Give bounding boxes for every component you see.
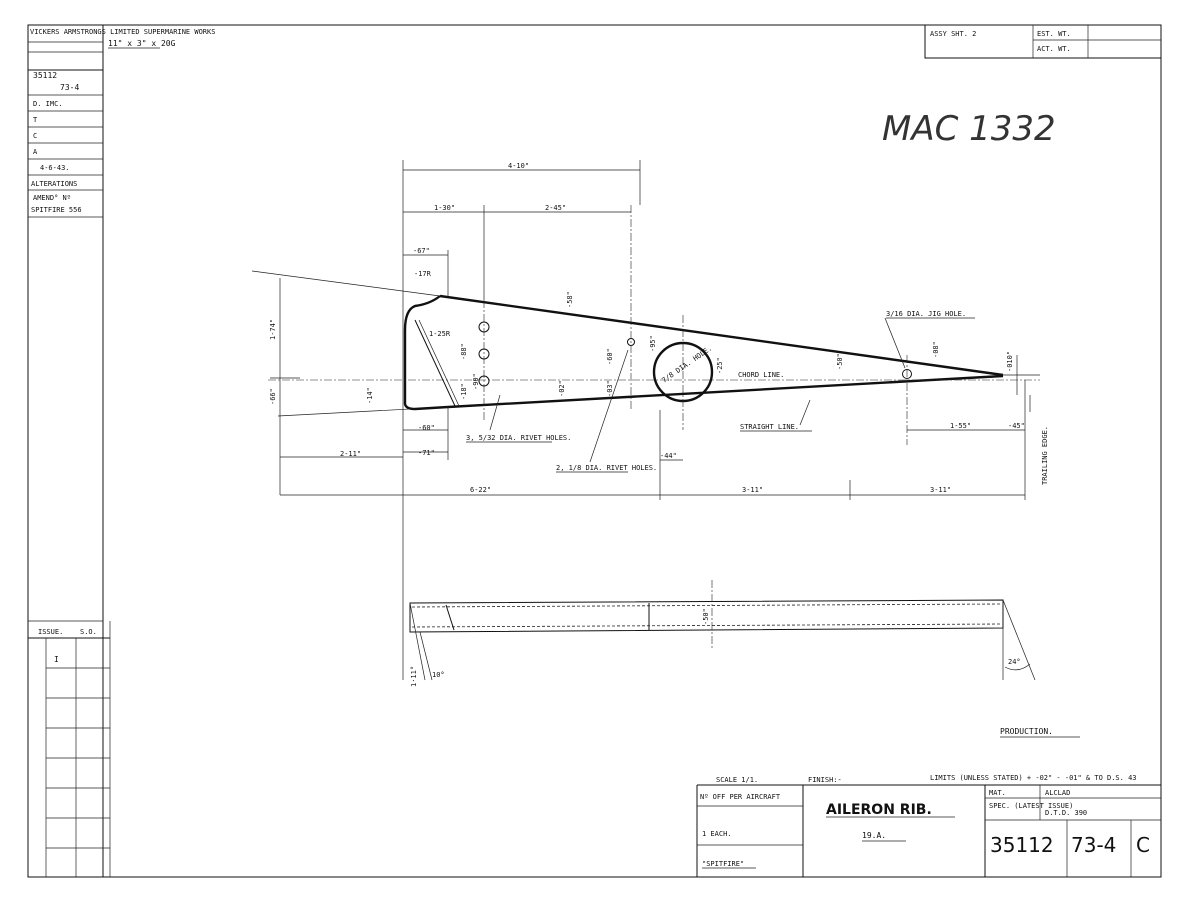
dimension-texts: 4-10" 1-30" 2-45" -67" -17R 1-25R 1-74" … (269, 162, 1025, 494)
material-value: ALCLAD (1045, 789, 1070, 797)
dim-66: -66" (269, 388, 277, 405)
dim-211: 2-11" (340, 450, 361, 458)
dim-17r: -17R (414, 270, 432, 278)
dim-v25: -25" (716, 357, 724, 374)
dim-130: 1-30" (434, 204, 455, 212)
drawing-number: 35112 (990, 833, 1054, 857)
strip-alterations: ALTERATIONS (31, 180, 77, 188)
dim-311a: 3-11" (742, 486, 763, 494)
dim-v88: -88" (460, 343, 468, 360)
strip-issue-label: ISSUE. (38, 628, 63, 636)
dimension-lines (270, 160, 1040, 680)
dim-111deg: 1·11° (410, 666, 418, 687)
strip-row-date: 4-6-43. (40, 164, 70, 172)
spec-value: D.T.D. 390 (1045, 809, 1087, 817)
dim-67: -67" (413, 247, 430, 255)
dim-08: -08" (932, 341, 940, 358)
dim-010: -010" (1006, 351, 1014, 372)
dim-v18: -18" (460, 383, 468, 400)
assy-sheet: ASSY SHT. 2 (930, 30, 976, 38)
drawing-sheet: 73-4 (1071, 833, 1116, 857)
sheet-border (27, 24, 1162, 878)
strip-row-approver: A (33, 148, 38, 156)
strip-row-tracer: T (33, 116, 38, 124)
dim-311b: 3-11" (930, 486, 951, 494)
limits-label: LIMITS (UNLESS STATED) + -02" - -01" & T… (930, 774, 1137, 782)
label-jig-hole: 3/16 DIA. JIG HOLE. (886, 310, 966, 318)
dim-174: 1-74" (269, 319, 277, 340)
act-weight: ACT. WT. (1037, 45, 1071, 53)
label-trailing-edge: TRAILING EDGE. (1041, 426, 1049, 485)
strip-drawing-no: 35112 (33, 71, 57, 80)
dim-v90: -90" (472, 373, 480, 390)
header: 11" x 3" x 20G ASSY SHT. 2 EST. WT. ACT.… (108, 24, 1162, 149)
strip-issue-value: I (54, 655, 59, 664)
scale-label: SCALE 1/1. (716, 776, 758, 784)
production-label: PRODUCTION. (1000, 727, 1053, 736)
company-name: VICKERS ARMSTRONGS LIMITED SUPERMARINE W… (30, 28, 215, 36)
title-block: SCALE 1/1. FINISH:- LIMITS (UNLESS STATE… (696, 774, 1161, 877)
dim-125r: 1-25R (429, 330, 451, 338)
dim-622: 6-22" (470, 486, 491, 494)
dim-10deg: 10° (432, 671, 445, 679)
part-number: 19.A. (862, 831, 886, 840)
dim-14: -14" (366, 387, 374, 404)
drawing-revision: C (1136, 833, 1150, 857)
rib-profile (251, 205, 1040, 445)
dim-71: -71" (418, 449, 435, 457)
label-lightening-hole: 7/8 DIA. HOLE. (661, 344, 714, 384)
spec-label: SPEC. (LATEST ISSUE) (989, 802, 1073, 810)
strip-spitfire: SPITFIRE 556 (31, 206, 82, 214)
part-name: AILERON RIB. (826, 802, 932, 818)
dim-v60: -60" (606, 348, 614, 365)
strip-so-label: S.O. (80, 628, 97, 636)
strip-row-draughtsman: D. IMC. (33, 100, 63, 108)
rib-plan-view: -50" 24° 1·11° 10° (409, 580, 1036, 687)
stock-size: 11" x 3" x 20G (108, 39, 176, 48)
dim-44: -44" (660, 452, 677, 460)
strip-amend: AMEND° Nº (33, 194, 71, 202)
dim-overall-top: 4-10" (508, 162, 529, 170)
label-rivet-holes-b: 2, 1/8 DIA. RIVET HOLES. (556, 464, 657, 472)
dim-155: 1-55" (950, 422, 971, 430)
dim-60a: -60" (418, 424, 435, 432)
material-label: MAT. (989, 789, 1006, 797)
dim-v02: -02" (558, 380, 566, 397)
finish-label: FINISH:- (808, 776, 842, 784)
dim-v58: -58" (566, 291, 574, 308)
aircraft-type: "SPITFIRE" (702, 860, 744, 868)
label-chord-line: CHORD LINE. (738, 371, 784, 379)
handwritten-reference: MAC 1332 (882, 109, 1056, 149)
annotations: 3/16 DIA. JIG HOLE. CHORD LINE. STRAIGHT… (466, 310, 1049, 485)
label-rivet-holes-a: 3, 5/32 DIA. RIVET HOLES. (466, 434, 571, 442)
dim-50a: -50" (836, 353, 844, 370)
dim-45: -45" (1008, 422, 1025, 430)
strip-row-checker: C (33, 132, 37, 140)
off-per-aircraft-label: Nº OFF PER AIRCRAFT (700, 793, 781, 801)
dim-24deg: 24° (1008, 658, 1021, 666)
dim-245: 2-45" (545, 204, 566, 212)
left-title-strip: VICKERS ARMSTRONGS LIMITED SUPERMARINE W… (28, 28, 215, 877)
est-weight: EST. WT. (1037, 30, 1071, 38)
quantity-each: 1 EACH. (702, 830, 732, 838)
dim-v95: -95" (649, 335, 657, 352)
strip-drawing-suffix: 73-4 (60, 83, 79, 92)
dim-v03: -03" (606, 380, 614, 397)
label-straight-line: STRAIGHT LINE. (740, 423, 799, 431)
dim-50b: -50" (702, 608, 710, 625)
